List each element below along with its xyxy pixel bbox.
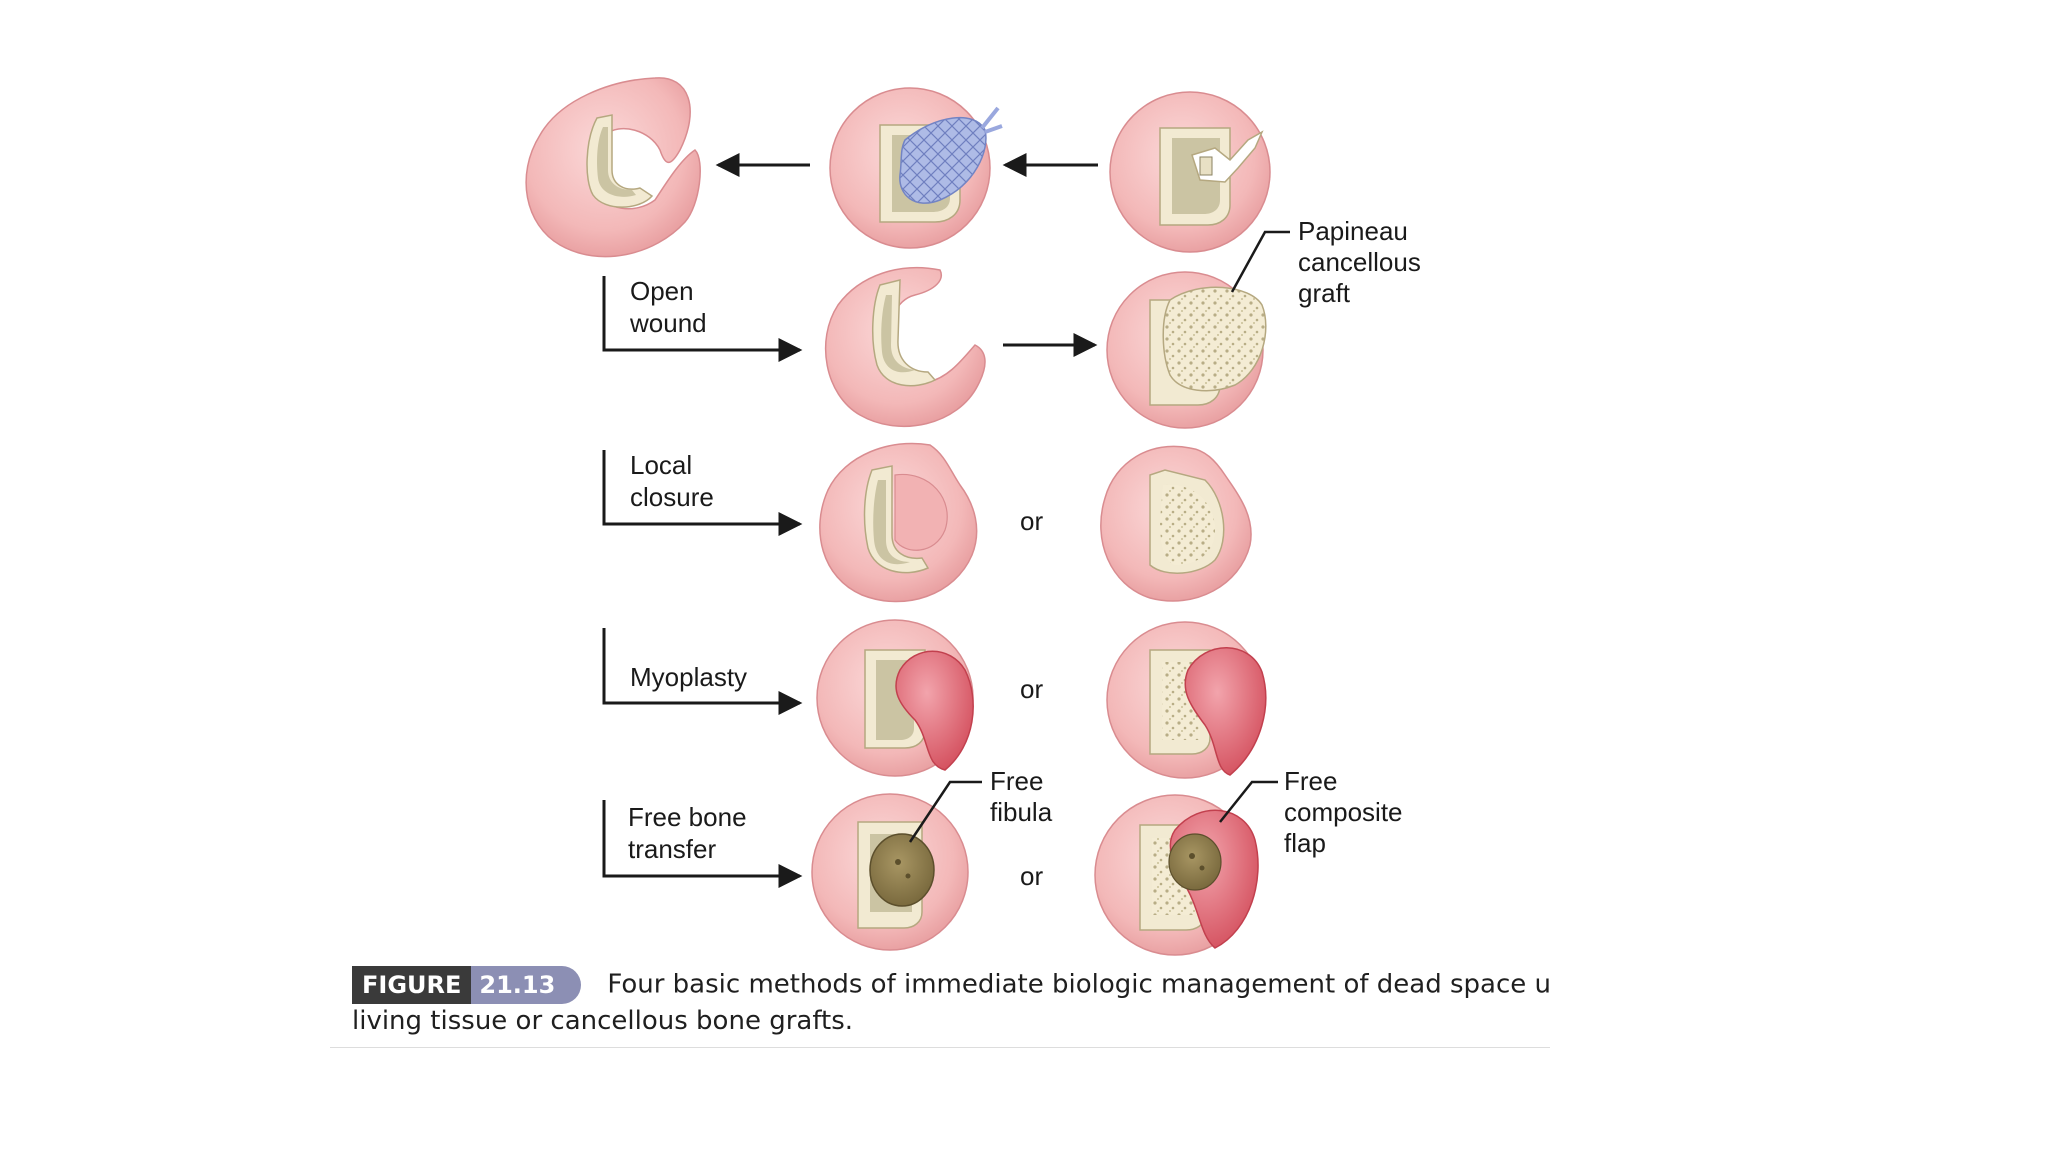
label-local-closure-2: closure	[630, 482, 714, 512]
bracket-free-bone	[602, 800, 803, 888]
or-free-bone: or	[1020, 861, 1043, 891]
open-wound-limb	[824, 266, 986, 428]
papineau-graft-limb	[1106, 271, 1267, 429]
label-free-composite-3: flap	[1284, 828, 1326, 858]
bracket-open-wound	[602, 276, 803, 362]
label-papineau-3: graft	[1298, 278, 1351, 308]
label-local-closure-1: Local	[630, 450, 692, 480]
label-free-bone-2: transfer	[628, 834, 716, 864]
caption-line-2: living tissue or cancellous bone grafts.	[352, 1006, 854, 1036]
free-composite-flap-limb	[1094, 794, 1259, 956]
or-local-closure: or	[1020, 506, 1043, 536]
figure-word: FIGURE	[352, 966, 472, 1004]
label-papineau-1: Papineau	[1298, 216, 1408, 246]
label-free-composite-2: composite	[1284, 797, 1403, 827]
leader-free-fibula	[908, 780, 982, 843]
debrided-bone-limb	[1109, 91, 1271, 253]
figure-number: 21.13	[471, 966, 582, 1004]
label-free-fibula-1: Free	[990, 766, 1043, 796]
or-myoplasty: or	[1020, 674, 1043, 704]
bracket-myoplasty	[602, 628, 803, 715]
caption-divider	[330, 1047, 1550, 1048]
caption-text-1: Four basic methods of immediate biologic…	[607, 969, 1550, 1000]
label-free-composite-1: Free	[1284, 766, 1337, 796]
local-closure-limb-b	[1100, 445, 1252, 602]
bracket-local-closure	[602, 450, 803, 536]
leader-papineau	[1230, 230, 1290, 293]
free-fibula-limb	[811, 793, 969, 951]
leader-free-composite	[1219, 780, 1278, 823]
label-open-wound-1: Open	[630, 276, 694, 306]
local-closure-limb-a	[819, 442, 978, 603]
myoplasty-limb-a	[816, 619, 974, 777]
antibiotic-bead-pouch-limb	[829, 87, 1003, 249]
myoplasty-limb-b	[1106, 621, 1267, 779]
label-papineau-2: cancellous	[1298, 247, 1421, 277]
label-myoplasty: Myoplasty	[630, 662, 747, 692]
label-open-wound-2: wound	[629, 308, 707, 338]
label-free-bone-1: Free bone	[628, 802, 747, 832]
label-free-fibula-2: fibula	[990, 797, 1053, 827]
open-wound-limb-top	[525, 77, 701, 258]
